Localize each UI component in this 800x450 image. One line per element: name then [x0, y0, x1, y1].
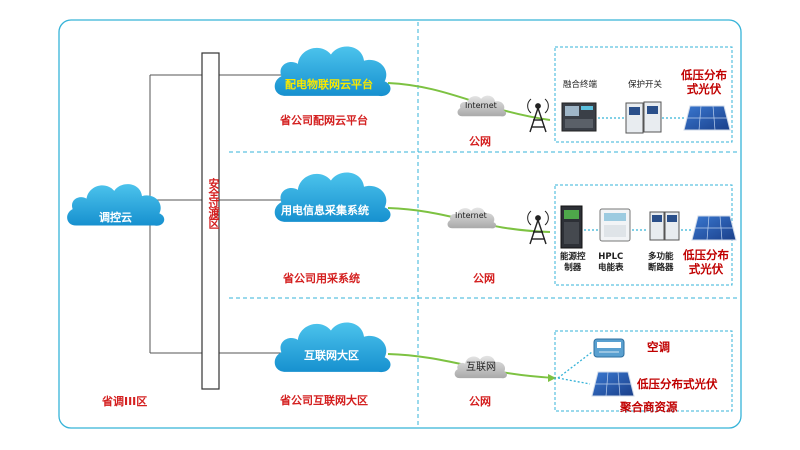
protection-switch-icon	[625, 101, 662, 134]
platform-row3-label: 省公司互联网大区	[280, 394, 368, 407]
platform-row1-label: 省公司配网云平台	[280, 114, 368, 127]
device-label: HPLC 电能表	[598, 252, 624, 273]
device-box-row3	[554, 330, 733, 412]
device-label: 能源控 制器	[560, 252, 586, 273]
solar-panel-icon	[691, 215, 737, 241]
device-label: 低压分布式光伏	[637, 377, 718, 391]
device-label: 融合终端	[563, 80, 598, 90]
solar-panel-icon	[591, 371, 635, 397]
device-label: 保护开关	[628, 80, 663, 90]
dispatch-cloud-label: 调控云	[99, 211, 132, 224]
network-zone-row3: 公网	[469, 395, 491, 408]
device-label: 空调	[647, 340, 670, 354]
dispatch-zone-label: 省调III区	[102, 395, 148, 408]
network-cloud-row2-label: Internet	[455, 211, 487, 220]
outer-frame	[58, 19, 742, 429]
pv-label-row2: 低压分布 式光伏	[683, 248, 729, 276]
hplc-meter-icon	[599, 208, 631, 242]
security-zone-label: 安全过渡区	[207, 178, 220, 228]
security-zone-bar	[201, 52, 220, 390]
network-cloud-row3-label: 互联网	[466, 362, 496, 373]
cloud-row2-label: 用电信息采集系统	[281, 204, 369, 217]
arrow-row3	[548, 374, 556, 382]
network-zone-row2: 公网	[473, 272, 495, 285]
cloud-row1-label: 配电物联网云平台	[285, 78, 373, 91]
device-label: 多功能 断路器	[648, 252, 674, 273]
multifunction-breaker-icon	[649, 211, 680, 241]
pv-label-row1: 低压分布 式光伏	[681, 68, 727, 96]
network-zone-row1: 公网	[469, 135, 491, 148]
antenna-icon	[527, 98, 549, 133]
device-box-row1	[554, 46, 733, 143]
antenna-icon	[527, 210, 549, 245]
green-link-row1	[387, 82, 551, 121]
aggregator-label: 聚合商资源	[620, 400, 678, 414]
air-conditioner-icon	[593, 338, 625, 358]
network-cloud-row1-label: Internet	[465, 101, 497, 110]
solar-panel-icon	[683, 105, 731, 131]
fusion-terminal-icon	[561, 102, 597, 132]
platform-row2-label: 省公司用采系统	[283, 272, 360, 285]
energy-controller-icon	[560, 205, 583, 249]
cloud-row3-label: 互联网大区	[304, 349, 359, 362]
